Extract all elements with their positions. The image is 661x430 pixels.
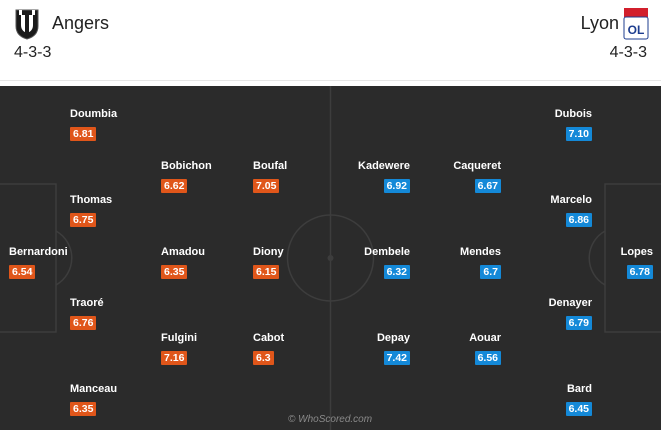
player-rating: 6.56 bbox=[474, 351, 501, 365]
player-name: Manceau bbox=[70, 383, 118, 395]
player-rating: 7.05 bbox=[253, 179, 280, 193]
player-away-lopes[interactable]: Lopes 6.78 bbox=[621, 246, 653, 279]
player-name: Denayer bbox=[548, 297, 592, 309]
player-rating: 6.79 bbox=[565, 316, 592, 330]
player-name: Fulgini bbox=[161, 332, 198, 344]
player-rating: 6.76 bbox=[70, 316, 97, 330]
home-formation: 4-3-3 bbox=[14, 44, 52, 61]
player-away-mendes[interactable]: Mendes 6.7 bbox=[460, 246, 501, 279]
player-home-boufal[interactable]: Boufal 7.05 bbox=[253, 160, 287, 193]
player-rating: 6.3 bbox=[253, 351, 274, 365]
player-home-bernardoni[interactable]: Bernardoni 6.54 bbox=[9, 246, 68, 279]
player-away-denayer[interactable]: Denayer 6.79 bbox=[549, 297, 592, 330]
match-header: Angers 4-3-3 Lyon OL 4-3-3 bbox=[0, 0, 661, 80]
player-rating: 7.42 bbox=[383, 351, 410, 365]
player-rating: 6.92 bbox=[383, 179, 410, 193]
player-name: Thomas bbox=[70, 194, 113, 206]
player-away-marcelo[interactable]: Marcelo 6.86 bbox=[550, 194, 592, 227]
player-rating: 6.35 bbox=[70, 402, 97, 416]
player-home-amadou[interactable]: Amadou 6.35 bbox=[161, 246, 205, 279]
player-rating: 6.7 bbox=[480, 265, 501, 279]
player-rating: 7.16 bbox=[161, 351, 188, 365]
player-name: Aouar bbox=[469, 332, 501, 344]
player-rating: 6.75 bbox=[70, 213, 97, 227]
player-home-bobichon[interactable]: Bobichon 6.62 bbox=[161, 160, 212, 193]
player-name: Mendes bbox=[460, 246, 501, 258]
player-name: Diony bbox=[253, 246, 284, 258]
pitch: Doumbia 6.81 Bobichon 6.62 Boufal 7.05 T… bbox=[0, 86, 661, 430]
player-name: Cabot bbox=[253, 332, 285, 344]
player-home-cabot[interactable]: Cabot 6.3 bbox=[253, 332, 284, 365]
player-name: Doumbia bbox=[70, 108, 118, 120]
player-name: Lopes bbox=[620, 246, 653, 258]
player-name: Bobichon bbox=[161, 160, 212, 172]
player-name: Marcelo bbox=[550, 194, 592, 206]
player-away-dubois[interactable]: Dubois 7.10 bbox=[555, 108, 592, 141]
pitch-markings bbox=[0, 86, 661, 430]
player-away-bard[interactable]: Bard 6.45 bbox=[565, 383, 592, 416]
player-away-aouar[interactable]: Aouar 6.56 bbox=[469, 332, 501, 365]
angers-crest-icon bbox=[15, 9, 39, 40]
player-home-diony[interactable]: Diony 6.15 bbox=[253, 246, 284, 279]
player-rating: 6.45 bbox=[565, 402, 592, 416]
player-name: Bard bbox=[566, 383, 592, 395]
player-away-dembele[interactable]: Dembele 6.32 bbox=[364, 246, 410, 279]
player-name: Caqueret bbox=[453, 160, 501, 172]
player-name: Dembele bbox=[364, 246, 410, 258]
svg-text:OL: OL bbox=[628, 23, 645, 37]
player-rating: 6.86 bbox=[565, 213, 592, 227]
player-rating: 7.10 bbox=[565, 127, 592, 141]
player-name: Kadewere bbox=[358, 160, 410, 172]
player-rating: 6.54 bbox=[9, 265, 36, 279]
player-name: Bernardoni bbox=[9, 246, 68, 258]
player-home-traore[interactable]: Traoré 6.76 bbox=[70, 297, 104, 330]
player-rating: 6.32 bbox=[383, 265, 410, 279]
home-team-name[interactable]: Angers bbox=[52, 13, 110, 33]
player-name: Boufal bbox=[253, 160, 288, 172]
player-home-thomas[interactable]: Thomas 6.75 bbox=[70, 194, 112, 227]
watermark: © WhoScored.com bbox=[288, 414, 373, 425]
away-formation: 4-3-3 bbox=[609, 44, 647, 61]
player-rating: 6.81 bbox=[70, 127, 97, 141]
player-rating: 6.67 bbox=[474, 179, 501, 193]
player-name: Dubois bbox=[554, 108, 592, 120]
player-rating: 6.15 bbox=[253, 265, 280, 279]
player-rating: 6.62 bbox=[161, 179, 188, 193]
player-home-fulgini[interactable]: Fulgini 7.16 bbox=[161, 332, 197, 365]
player-name: Depay bbox=[376, 332, 410, 344]
player-home-manceau[interactable]: Manceau 6.35 bbox=[70, 383, 117, 416]
player-away-kadewere[interactable]: Kadewere 6.92 bbox=[358, 160, 410, 193]
player-away-depay[interactable]: Depay 7.42 bbox=[377, 332, 410, 365]
lyon-crest-icon: OL bbox=[623, 8, 649, 40]
header-divider bbox=[0, 80, 661, 81]
player-away-caqueret[interactable]: Caqueret 6.67 bbox=[453, 160, 501, 193]
player-rating: 6.35 bbox=[161, 265, 188, 279]
player-home-doumbia[interactable]: Doumbia 6.81 bbox=[70, 108, 117, 141]
player-rating: 6.78 bbox=[626, 265, 653, 279]
player-name: Traoré bbox=[70, 297, 104, 309]
player-name: Amadou bbox=[161, 246, 205, 258]
away-team-name[interactable]: Lyon bbox=[580, 13, 619, 33]
